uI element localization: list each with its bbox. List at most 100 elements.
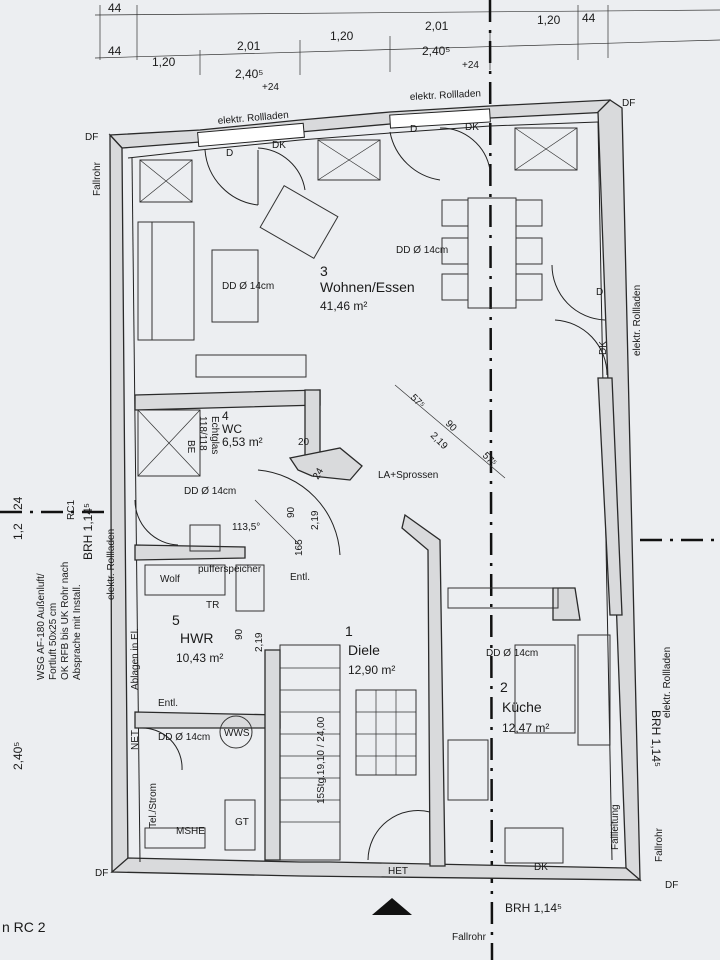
room-hwr: 5 HWR 10,43 m² — [172, 612, 223, 665]
label: DK — [598, 341, 609, 355]
dim-text: +24 — [462, 60, 479, 71]
label: 24 — [11, 496, 25, 510]
label: BRH 1,14⁵ — [649, 710, 663, 767]
label: pufferspeicher — [198, 564, 262, 575]
label: D — [226, 148, 233, 159]
label: DF — [665, 880, 678, 891]
label: Wolf — [160, 574, 180, 585]
label: Tel./Strom — [148, 783, 159, 828]
label: RC1 — [66, 500, 77, 520]
label: 20 — [298, 437, 310, 448]
room-name: WC — [222, 422, 242, 436]
top-windows — [197, 108, 491, 148]
label: Entl. — [158, 698, 178, 709]
room-area: 6,53 m² — [222, 435, 263, 449]
label: DF — [95, 868, 108, 879]
label: elektr. Rollladen — [106, 529, 117, 600]
room-area: 10,43 m² — [176, 651, 223, 665]
label: 118/118 — [197, 416, 208, 451]
label: n RC 2 — [2, 919, 46, 935]
doors — [134, 127, 608, 861]
staircase — [279, 644, 417, 861]
label: BE — [185, 440, 196, 454]
room-number: 3 — [320, 263, 328, 279]
room-name: Diele — [348, 642, 380, 658]
note-line: Absprache mit Install. — [72, 584, 83, 680]
dim-text: 1,20 — [152, 55, 176, 69]
label: Fallrohr — [654, 827, 665, 862]
dim-text: 1,20 — [330, 29, 354, 43]
label: DK — [465, 122, 479, 133]
label: LA+Sprossen — [378, 470, 438, 481]
room-wc: 4 WC 6,53 m² — [222, 409, 263, 449]
label: elektr. Rollladen — [662, 647, 673, 718]
label: 2,19 — [310, 510, 321, 530]
dim-text: 44 — [582, 11, 596, 25]
dim-text: 2,40⁵ — [235, 67, 263, 81]
label: DK — [272, 140, 286, 151]
label: MSHE — [176, 826, 205, 837]
label: DD Ø 14cm — [396, 245, 448, 256]
room-number: 4 — [222, 409, 229, 423]
furniture — [137, 127, 611, 864]
label: 24 — [311, 466, 326, 482]
label: DD Ø 14cm — [184, 486, 236, 497]
entrance-arrow-icon — [372, 898, 412, 915]
label: 90 — [286, 506, 297, 518]
diagonal-dimensions — [254, 384, 506, 546]
room-number: 2 — [500, 679, 508, 695]
room-area: 12,47 m² — [502, 721, 549, 735]
note-line: Fortluft 50x25 cm — [48, 603, 59, 680]
label: 165 — [294, 539, 305, 556]
label: DD Ø 14cm — [486, 648, 538, 659]
room-number: 1 — [345, 623, 353, 639]
label: 15Stg.19,10 / 24,00 — [316, 716, 327, 804]
room-name: Küche — [502, 699, 542, 715]
axis-line — [488, 0, 494, 960]
label: D — [596, 287, 603, 298]
label: Fallleitung — [610, 804, 621, 850]
dim-text: 44 — [108, 44, 122, 58]
room-kueche: 2 Küche 12,47 m² — [500, 679, 549, 735]
label: WWS — [224, 728, 250, 739]
annotations: elektr. Rollladen elektr. Rollladen elek… — [2, 88, 678, 943]
label: DF — [85, 132, 98, 143]
note-line: WSG AF-180 Außenluft/ — [36, 573, 47, 680]
label: 113,5° — [232, 522, 260, 533]
dim-text: 44 — [108, 1, 122, 15]
label: Ablagen in El. — [130, 628, 141, 690]
room-area: 12,90 m² — [348, 663, 395, 677]
label: BRH 1,14⁵ — [81, 503, 95, 560]
label: Fallrohr — [92, 161, 103, 196]
dim-text: 2,01 — [425, 19, 449, 33]
dim-text: +24 — [262, 82, 279, 93]
label: HET — [388, 866, 408, 877]
label: DD Ø 14cm — [222, 281, 274, 292]
room-number: 5 — [172, 612, 180, 628]
room-area: 41,46 m² — [320, 299, 367, 313]
room-name: HWR — [180, 630, 213, 646]
label: GT — [235, 817, 249, 828]
dim-text: 2,40⁵ — [422, 44, 450, 58]
note-line: OK RFB bis UK Rohr nach — [60, 562, 71, 680]
top-dimension-chain: 44 44 1,20 2,01 2,40⁵ +24 1,20 2,01 2,40… — [94, 1, 720, 93]
dim-text: 2,01 — [237, 39, 261, 53]
label: DD Ø 14cm — [158, 732, 210, 743]
label: Fallrohr — [452, 932, 487, 943]
room-name: Wohnen/Essen — [320, 279, 415, 295]
label: DK — [534, 862, 548, 873]
label: 2,40⁵ — [11, 742, 25, 770]
room-diele: 1 Diele 12,90 m² — [345, 623, 395, 677]
label: NET — [130, 730, 141, 750]
label: Entl. — [290, 572, 310, 583]
label: BRH 1,14⁵ — [505, 901, 562, 915]
label: elektr. Rollladen — [410, 88, 482, 103]
label: 1,2 — [11, 523, 25, 540]
label: 2,19 — [254, 632, 265, 652]
label: D — [410, 124, 417, 135]
label: Echtglas — [209, 416, 220, 454]
dim-text: 1,20 — [537, 13, 561, 27]
label: 90 — [234, 628, 245, 640]
room-wohnen: 3 Wohnen/Essen 41,46 m² — [320, 263, 415, 313]
